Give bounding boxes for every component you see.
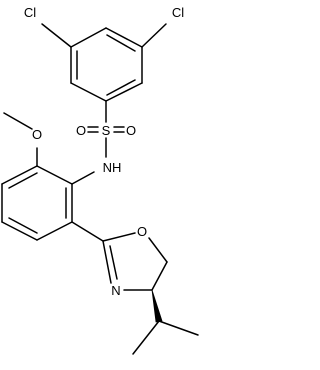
bond [70, 82, 107, 102]
sulfur-atom-label: S [102, 123, 111, 138]
oxygen-atom-label: O [32, 127, 42, 142]
bond [105, 27, 143, 48]
bond [41, 23, 72, 48]
bond [141, 23, 167, 48]
bond [132, 320, 160, 355]
bond [3, 112, 33, 130]
oxazoline-ring [102, 232, 168, 291]
wedge-bond [151, 289, 163, 323]
double-bond [102, 240, 112, 284]
chemical-structure-drawing: Cl Cl S O O NH O O N [1, 5, 199, 355]
oxygen-atom-label: O [137, 224, 147, 239]
nitrogen-atom-label: N [111, 283, 120, 298]
bond [148, 237, 168, 263]
oxygen-atom-label: O [76, 123, 86, 138]
chlorine-atom-label: Cl [172, 5, 184, 20]
double-bond-inner [106, 34, 136, 52]
bond [36, 165, 73, 185]
bond [71, 221, 104, 242]
isopropyl-group [132, 289, 199, 355]
oxygen-atom-label: O [126, 123, 136, 138]
double-bond-inner [106, 79, 136, 96]
dichlorophenyl-ring [41, 23, 167, 102]
atom-labels: Cl Cl S O O NH O O N [24, 5, 184, 298]
double-bond-inner [8, 172, 38, 189]
bond [70, 27, 107, 48]
bond [1, 221, 38, 241]
bond [36, 221, 73, 241]
bond [105, 82, 143, 102]
central-phenyl-ring [1, 112, 104, 242]
bond [71, 171, 95, 185]
chlorine-atom-label: Cl [24, 5, 36, 20]
nh-atom-label: NH [103, 160, 122, 175]
double-bond-inner [8, 217, 38, 234]
bond [1, 165, 38, 185]
bond [158, 320, 199, 336]
bond [102, 232, 136, 242]
bond [151, 261, 168, 291]
sulfonamide-group [87, 100, 125, 158]
double-bond [109, 245, 118, 280]
